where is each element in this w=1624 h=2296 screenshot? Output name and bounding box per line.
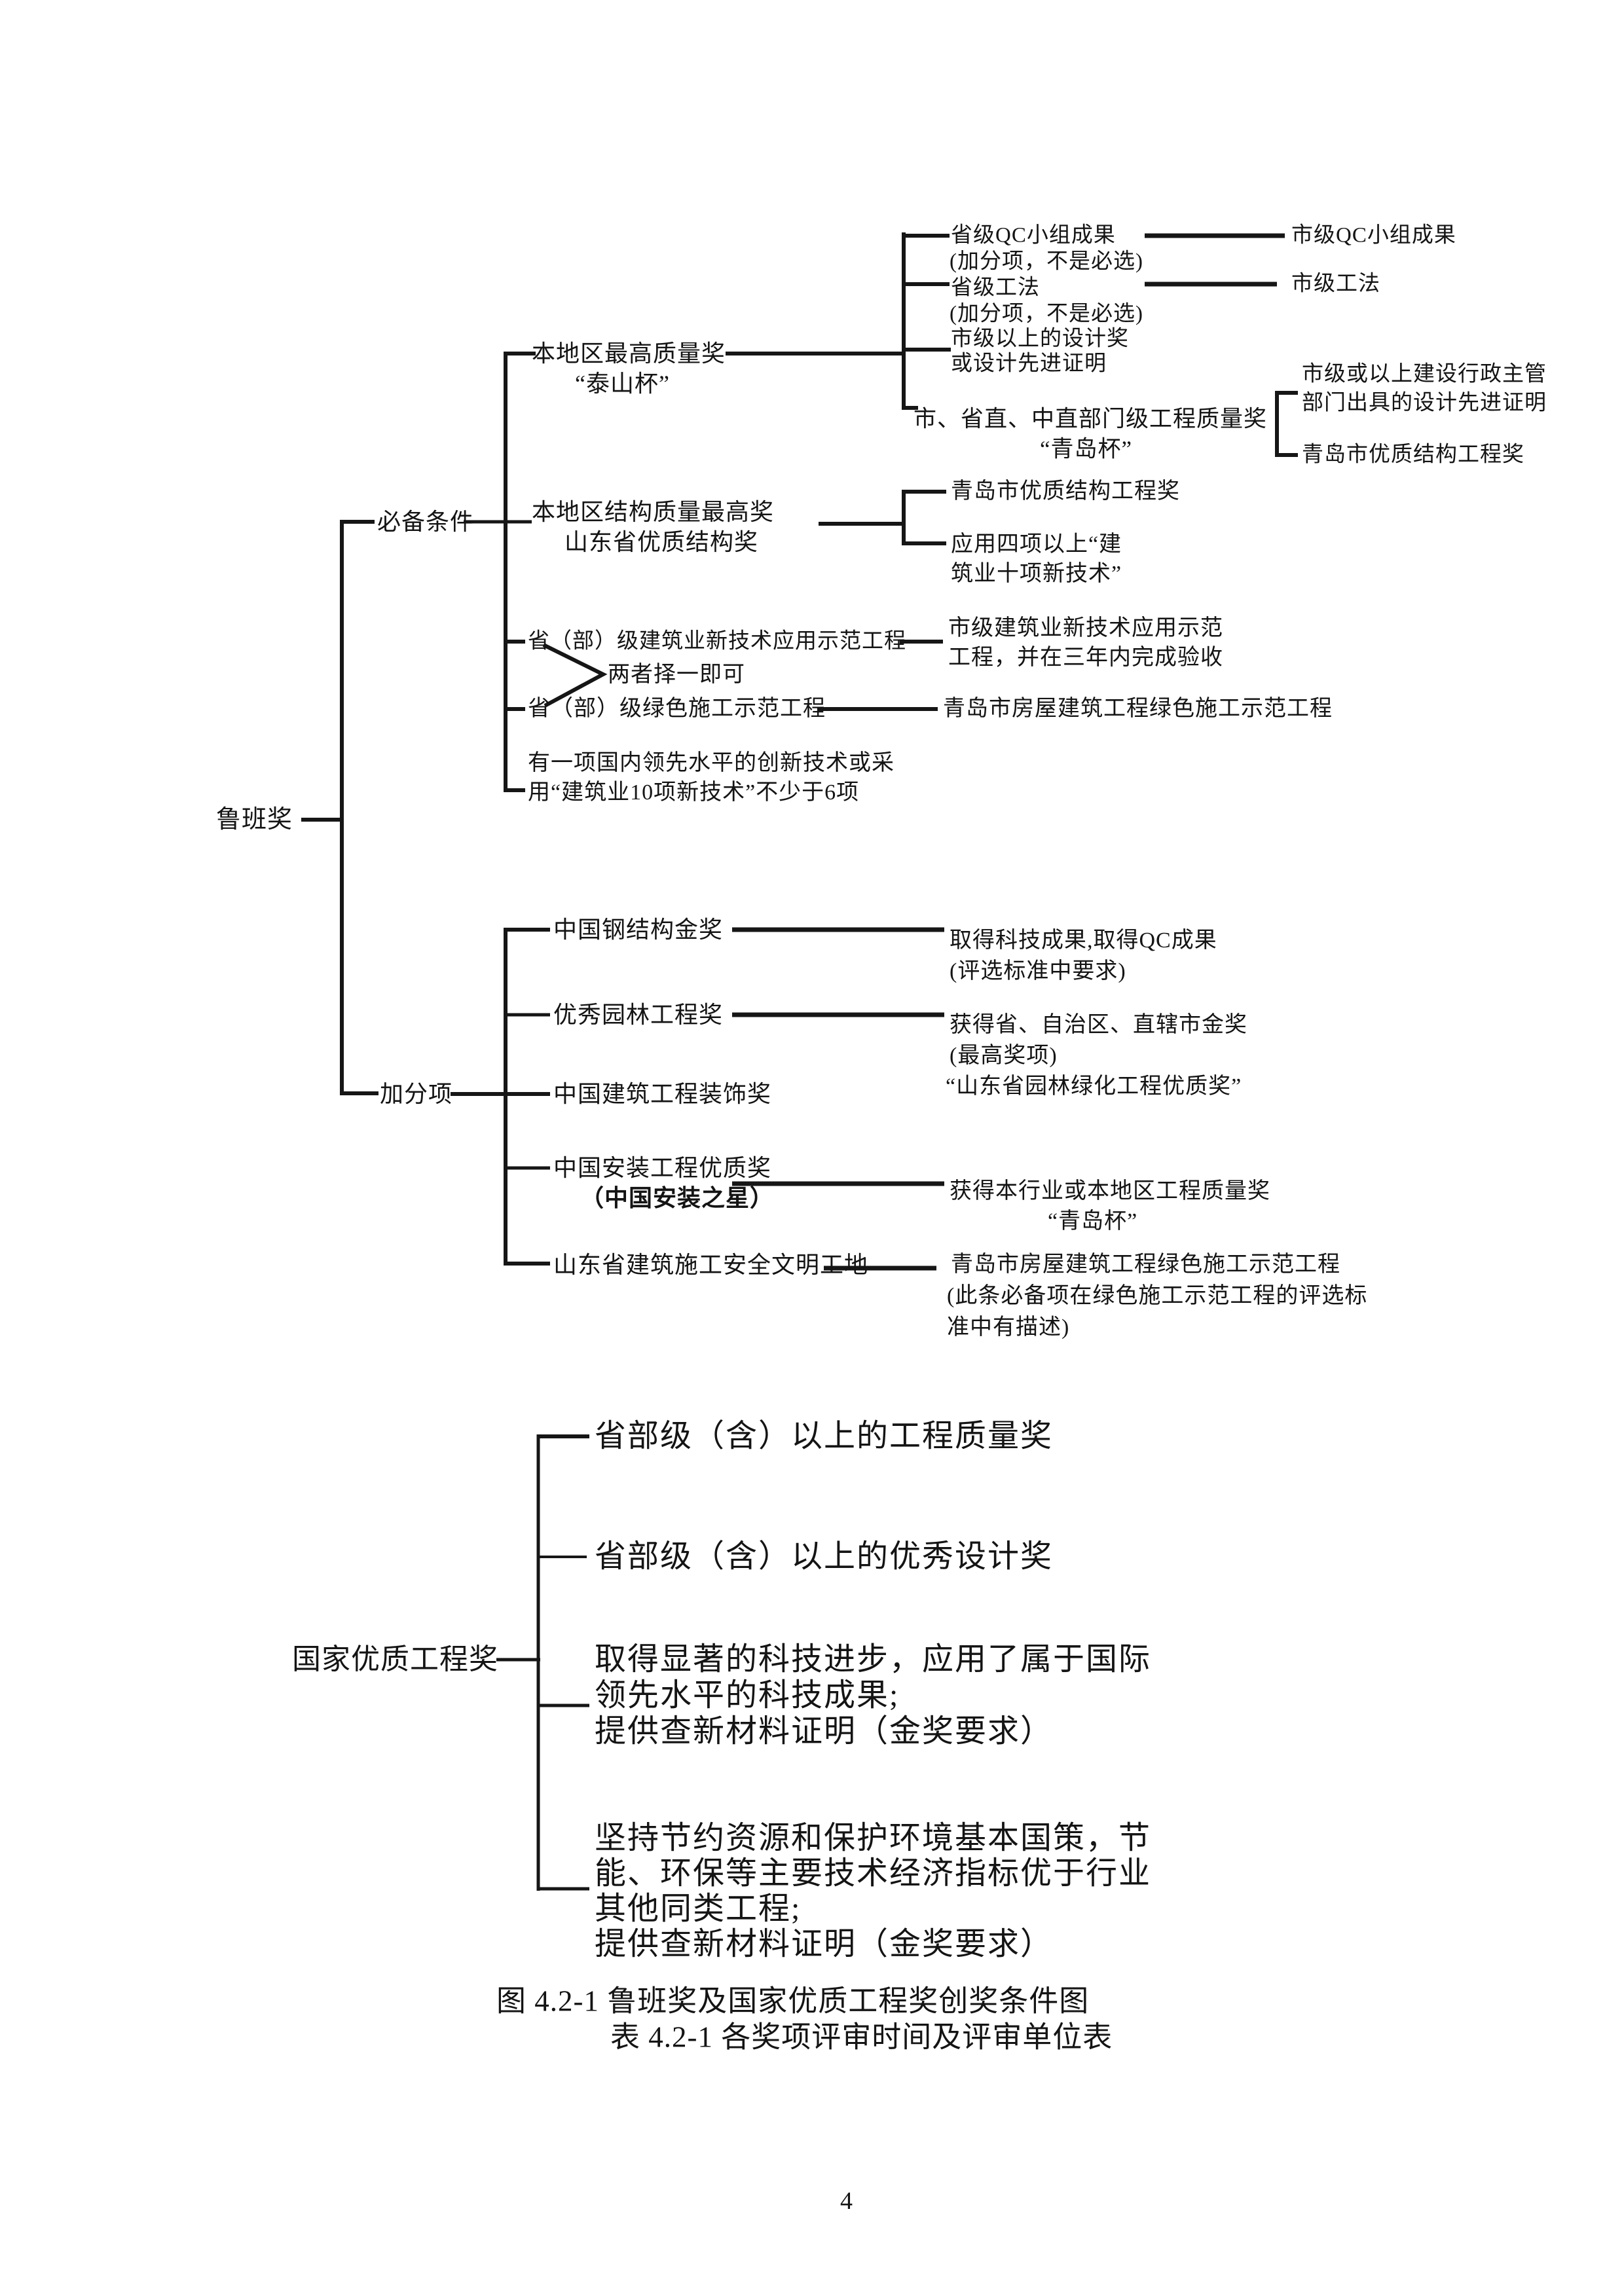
- node-national-env-policy4: 提供查新材料证明（金奖要求）: [595, 1927, 1054, 1961]
- node-safety-site: 山东省建筑施工安全文明工地: [553, 1252, 869, 1278]
- node-national-design-award: 省部级（含）以上的优秀设计奖: [595, 1539, 1054, 1574]
- node-design-cert-alt: 或设计先进证明: [951, 352, 1107, 376]
- node-steel-gold-award: 中国钢结构金奖: [553, 917, 724, 943]
- node-bonus-items: 加分项: [380, 1081, 453, 1107]
- node-install-result: 获得本行业或本地区工程质量奖: [950, 1179, 1270, 1203]
- node-four-new-tech2: 筑业十项新技术”: [951, 562, 1122, 586]
- node-national-tech-progress3: 提供查新材料证明（金奖要求）: [595, 1714, 1054, 1749]
- node-prov-green-project: 省（部）级绿色施工示范工程: [528, 697, 826, 721]
- node-garden-result-note: (最高奖项): [950, 1044, 1058, 1068]
- node-local-top-quality-cup: “泰山杯”: [575, 371, 670, 397]
- node-national-tech-progress: 取得显著的科技进步，应用了属于国际: [595, 1642, 1152, 1677]
- node-required-conditions: 必备条件: [377, 509, 475, 535]
- node-install-award: 中国安装工程优质奖: [553, 1155, 772, 1181]
- node-city-quality-award: 市、省直、中直部门级工程质量奖: [913, 406, 1268, 432]
- node-four-new-tech: 应用四项以上“建: [951, 532, 1122, 556]
- node-city-qc: 市级QC小组成果: [1291, 223, 1456, 247]
- node-national-env-policy: 坚持节约资源和保护环境基本国策，节: [595, 1821, 1152, 1855]
- node-design-cert-authority2: 部门出具的设计先进证明: [1302, 391, 1547, 415]
- node-garden-award: 优秀园林工程奖: [553, 1002, 724, 1028]
- node-design-cert-authority: 市级或以上建设行政主管: [1302, 362, 1547, 386]
- node-provincial-method: 省级工法: [951, 276, 1040, 300]
- node-provincial-qc: 省级QC小组成果: [951, 223, 1116, 247]
- node-city-new-tech-project2: 工程，并在三年内完成验收: [948, 646, 1223, 670]
- node-either-one-label: 两者择一即可: [608, 663, 745, 687]
- node-national-root: 国家优质工程奖: [292, 1643, 498, 1675]
- node-safety-result-note2: 准中有描述): [947, 1315, 1070, 1339]
- node-innovation-tech: 有一项国内领先水平的创新技术或采: [528, 751, 895, 775]
- connector-chevron: [542, 643, 608, 708]
- table-caption: 表 4.2-1 各奖项评审时间及评审单位表: [610, 2020, 1113, 2054]
- node-national-tech-progress2: 领先水平的科技成果;: [595, 1678, 900, 1713]
- node-steel-result: 取得科技成果,取得QC成果: [950, 928, 1217, 953]
- node-innovation-tech2: 用“建筑业10项新技术”不少于6项: [528, 780, 860, 805]
- node-safety-result: 青岛市房屋建筑工程绿色施工示范工程: [951, 1252, 1340, 1277]
- node-qd-structure-award-top: 青岛市优质结构工程奖: [1302, 443, 1524, 467]
- node-design-award: 市级以上的设计奖: [951, 327, 1129, 351]
- node-city-quality-cup: “青岛杯”: [1040, 436, 1133, 462]
- node-local-structure-award: 本地区结构质量最高奖: [532, 499, 775, 525]
- node-luban-root: 鲁班奖: [216, 806, 293, 833]
- node-garden-result-award: “山东省园林绿化工程优质奖”: [946, 1074, 1242, 1099]
- node-qd-structure-award-mid: 青岛市优质结构工程奖: [951, 479, 1180, 503]
- node-provincial-qc-note: (加分项，不是必选): [950, 249, 1143, 274]
- node-national-quality-award: 省部级（含）以上的工程质量奖: [595, 1419, 1054, 1453]
- node-safety-result-note: (此条必备项在绿色施工示范工程的评选标: [947, 1284, 1368, 1308]
- node-garden-result: 获得省、自治区、直辖市金奖: [950, 1013, 1247, 1037]
- node-city-new-tech-project: 市级建筑业新技术应用示范: [948, 616, 1223, 640]
- node-decoration-award: 中国建筑工程装饰奖: [553, 1081, 772, 1107]
- node-qd-green-project: 青岛市房屋建筑工程绿色施工示范工程: [943, 697, 1333, 721]
- node-shandong-structure-award: 山东省优质结构奖: [564, 529, 759, 555]
- node-provincial-method-note: (加分项，不是必选): [950, 302, 1143, 326]
- node-install-result-cup: “青岛杯”: [1048, 1209, 1138, 1233]
- node-national-env-policy2: 能、环保等主要技术经济指标优于行业: [595, 1856, 1152, 1891]
- page-number: 4: [840, 2187, 853, 2215]
- node-steel-result-note: (评选标准中要求): [950, 959, 1126, 983]
- node-install-star: （中国安装之星）: [580, 1185, 775, 1211]
- figure-caption: 图 4.2-1 鲁班奖及国家优质工程奖创奖条件图: [496, 1984, 1090, 2018]
- node-city-method: 市级工法: [1291, 272, 1380, 296]
- node-national-env-policy3: 其他同类工程;: [595, 1891, 802, 1926]
- node-prov-new-tech-project: 省（部）级建筑业新技术应用示范工程: [528, 629, 906, 653]
- node-local-top-quality: 本地区最高质量奖: [532, 340, 726, 367]
